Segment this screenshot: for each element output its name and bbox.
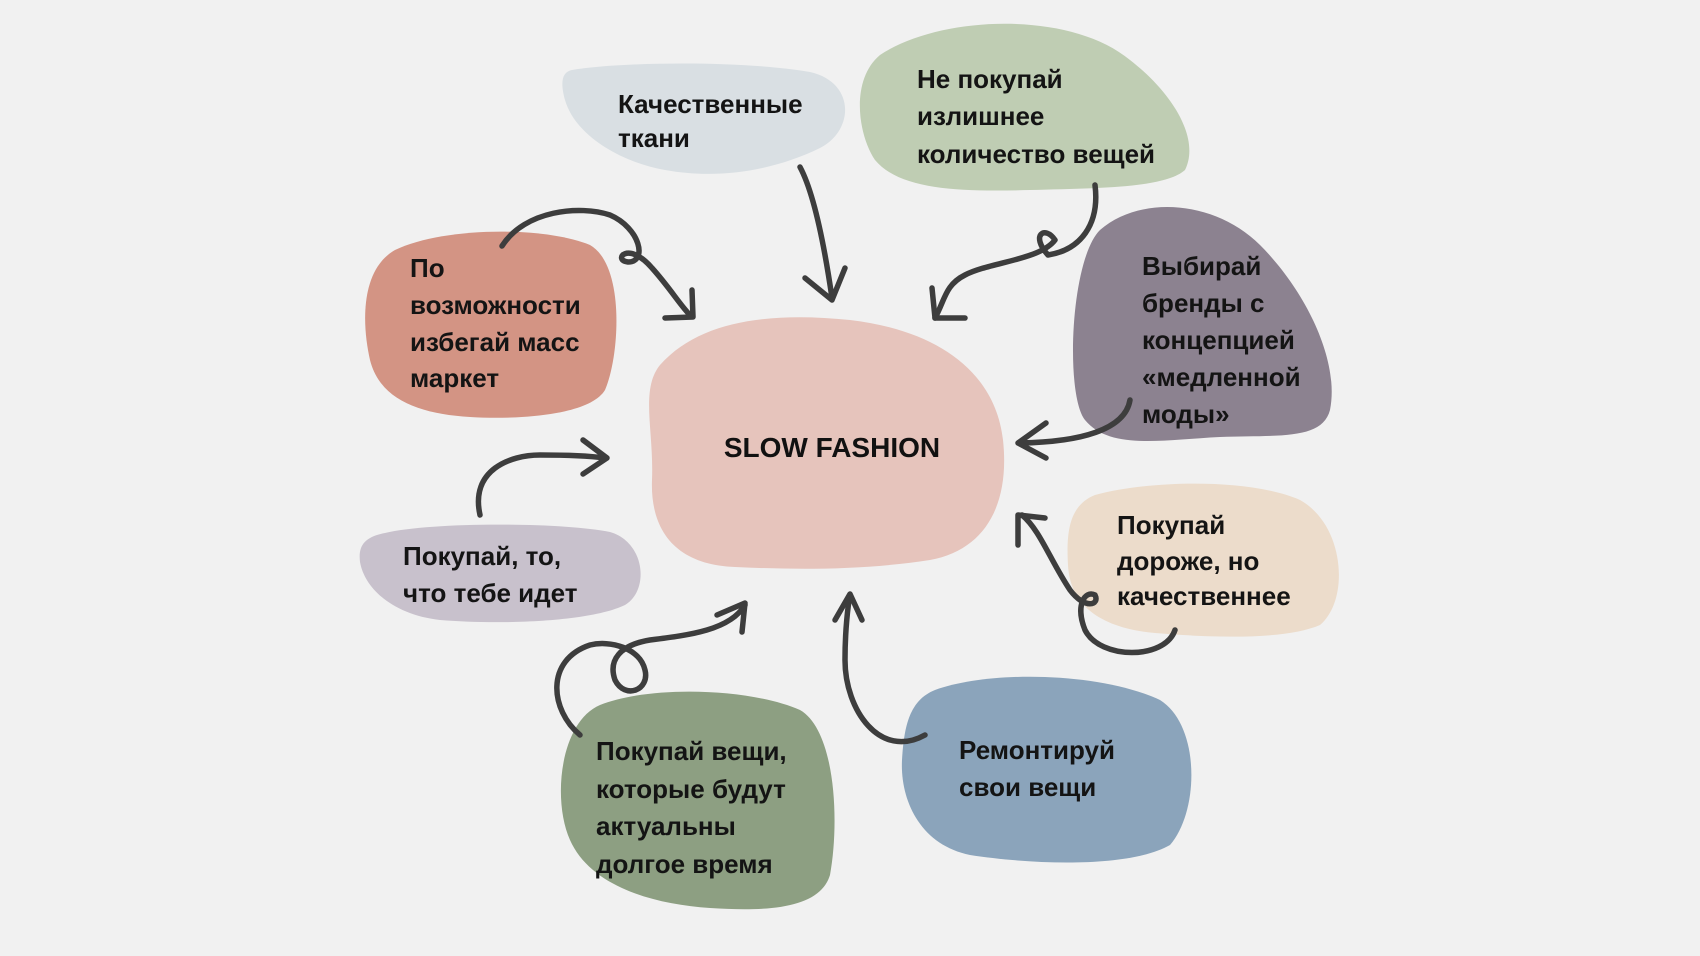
- node-dont-overbuy-label-3: количество вещей: [917, 139, 1155, 169]
- node-repair-label-2: свои вещи: [959, 772, 1096, 802]
- node-dont-overbuy-blob: [859, 23, 1190, 191]
- node-slow-brands-blob: [1073, 207, 1332, 442]
- node-pricier-better: Покупай дороже, но качественнее: [1067, 483, 1339, 637]
- node-slow-brands-label-1: Выбирай: [1142, 251, 1261, 281]
- arrow-long-lasting: [554, 600, 748, 738]
- node-slow-brands-label-3: концепцией: [1142, 325, 1295, 355]
- node-long-lasting-label-1: Покупай вещи,: [596, 736, 787, 766]
- node-dont-overbuy: Не покупай излишнее количество вещей: [859, 23, 1190, 191]
- node-avoid-mass-market: По возможности избегай масс маркет: [365, 231, 617, 418]
- arrow-repair: [832, 591, 928, 745]
- arrow-dont-overbuy: [929, 182, 1099, 321]
- node-long-lasting-label-3: актуальны: [596, 811, 736, 841]
- node-long-lasting-label-2: которые будут: [596, 774, 786, 804]
- center-blob: [649, 317, 1005, 569]
- node-what-suits: Покупай, то, что тебе идет: [359, 524, 641, 623]
- arrow-quality-fabrics: [797, 164, 848, 303]
- node-repair: Ремонтируй свои вещи: [901, 676, 1192, 863]
- node-slow-brands-label-5: моды»: [1142, 399, 1230, 429]
- node-what-suits-blob: [359, 524, 641, 623]
- node-slow-brands-label-4: «медленной: [1142, 362, 1301, 392]
- node-pricier-better-label-1: Покупай: [1117, 510, 1225, 540]
- node-what-suits-label-1: Покупай, то,: [403, 541, 561, 571]
- arrow-slow-brands: [1015, 397, 1133, 461]
- node-quality-fabrics: Качественные ткани: [562, 63, 846, 174]
- node-quality-fabrics-blob: [562, 63, 846, 174]
- arrow-what-suits: [475, 437, 610, 518]
- node-avoid-mass-market-label-1: По: [410, 253, 445, 283]
- node-quality-fabrics-label-2: ткани: [618, 123, 690, 153]
- node-pricier-better-blob: [1067, 483, 1339, 637]
- node-avoid-mass-market-label-4: маркет: [410, 363, 499, 393]
- node-pricier-better-label-2: дороже, но: [1117, 546, 1259, 576]
- node-avoid-mass-market-label-2: возможности: [410, 290, 581, 320]
- node-pricier-better-label-3: качественнее: [1117, 581, 1291, 611]
- center-label: SLOW FASHION: [724, 432, 940, 463]
- node-long-lasting: Покупай вещи, которые будут актуальны до…: [560, 691, 835, 910]
- node-quality-fabrics-label-1: Качественные: [618, 89, 803, 119]
- node-repair-blob: [901, 676, 1192, 863]
- node-dont-overbuy-label-2: излишнее: [917, 101, 1044, 131]
- arrow-avoid-mass-market: [499, 207, 696, 321]
- node-dont-overbuy-label-1: Не покупай: [917, 64, 1063, 94]
- arrows: [475, 164, 1178, 745]
- node-avoid-mass-market-label-3: избегай масс: [410, 327, 580, 357]
- arrow-pricier-better: [1015, 512, 1178, 656]
- node-long-lasting-label-4: долгое время: [596, 849, 773, 879]
- node-repair-label-1: Ремонтируй: [959, 735, 1115, 765]
- node-slow-brands-label-2: бренды с: [1142, 288, 1265, 318]
- node-what-suits-label-2: что тебе идет: [403, 578, 578, 608]
- node-avoid-mass-market-blob: [365, 231, 617, 418]
- center-node: SLOW FASHION: [649, 317, 1005, 569]
- node-slow-brands: Выбирай бренды с концепцией «медленной м…: [1073, 207, 1332, 442]
- node-long-lasting-blob: [560, 691, 835, 910]
